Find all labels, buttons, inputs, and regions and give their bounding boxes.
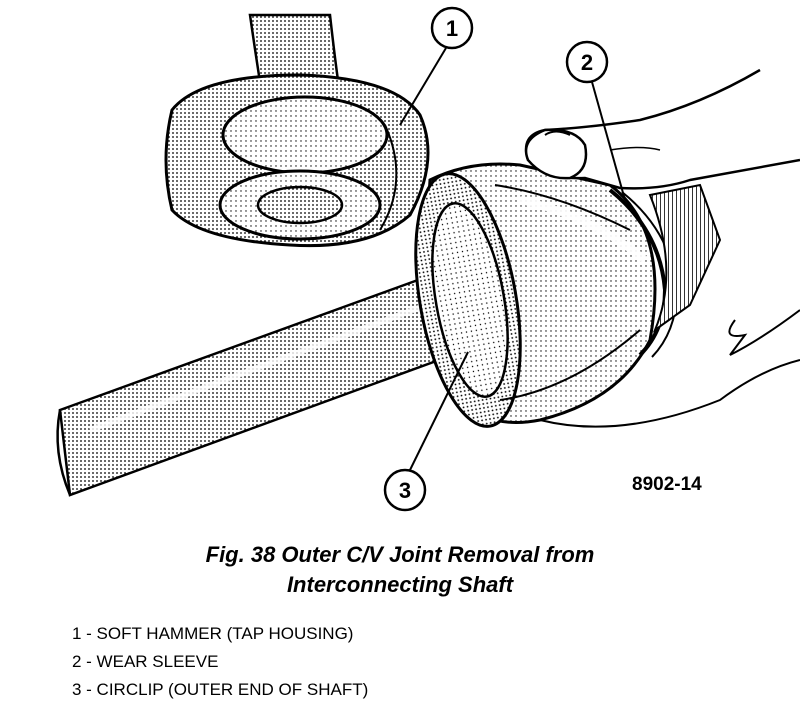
legend: 1 - SOFT HAMMER (TAP HOUSING) 2 - WEAR S… <box>72 620 368 704</box>
callout-1: 1 <box>430 6 474 50</box>
caption-line-2: Interconnecting Shaft <box>286 572 514 597</box>
cv-joint-housing <box>414 162 657 428</box>
callout-2-label: 2 <box>581 50 593 75</box>
callout-3-label: 3 <box>399 478 411 503</box>
figure-id: 8902-14 <box>632 474 702 495</box>
cv-boot <box>648 183 722 333</box>
figure-caption: Fig. 38 Outer C/V Joint Removal from Int… <box>0 540 800 600</box>
legend-item-1: 1 - SOFT HAMMER (TAP HOUSING) <box>72 624 354 643</box>
callout-1-label: 1 <box>446 16 458 41</box>
cv-joint-removal-illustration: 1 2 3 8902-14 <box>56 6 800 512</box>
legend-item-2: 2 - WEAR SLEEVE <box>72 652 219 671</box>
callout-2: 2 <box>565 40 609 84</box>
soft-hammer <box>164 13 430 248</box>
leader-lines <box>399 47 626 471</box>
caption-line-1: Fig. 38 Outer C/V Joint Removal from <box>205 542 595 567</box>
hand <box>524 68 800 428</box>
legend-item-3: 3 - CIRCLIP (OUTER END OF SHAFT) <box>72 680 369 699</box>
interconnecting-shaft <box>56 270 482 497</box>
callout-3: 3 <box>383 468 427 512</box>
